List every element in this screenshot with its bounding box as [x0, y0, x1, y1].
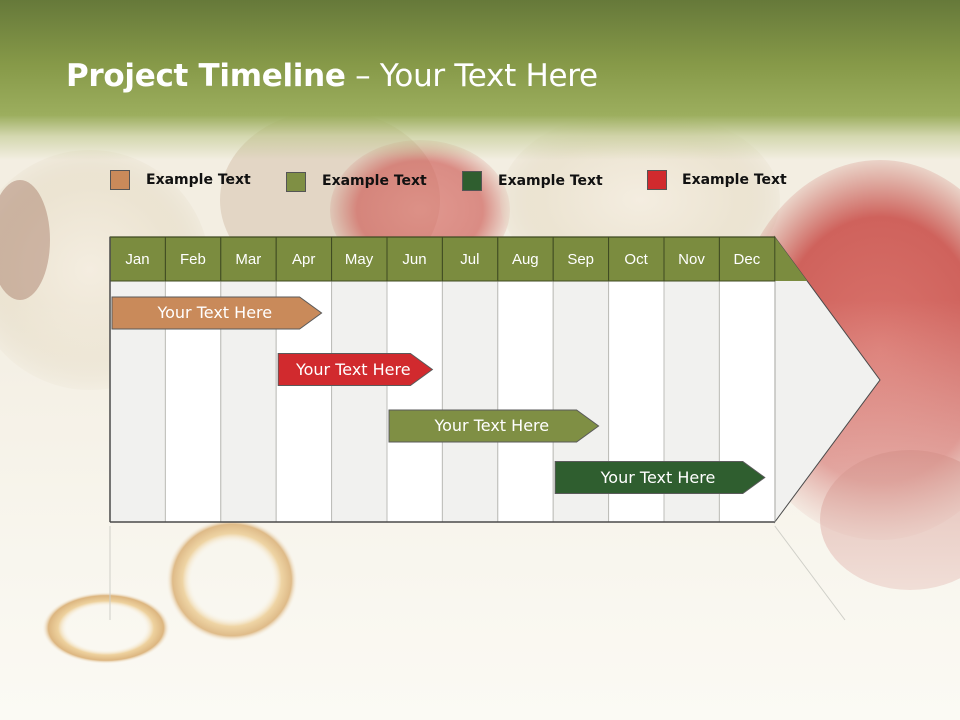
month-label-jun: Jun [402, 251, 427, 268]
month-label-aug: Aug [511, 251, 539, 268]
legend-label: Example Text [498, 173, 603, 189]
timeline-arrow-header [774, 237, 808, 281]
task-arrow [388, 409, 600, 443]
title-bar [0, 0, 960, 160]
legend-swatch [462, 171, 482, 191]
task-label: Your Text Here [295, 359, 411, 379]
legend-label: Example Text [682, 172, 787, 188]
month-header-cell [441, 236, 499, 282]
title-bold: Project Timeline [66, 58, 346, 94]
task-arrow [554, 461, 766, 494]
legend-swatch [110, 170, 130, 190]
page-title: Project Timeline – Your Text Here [66, 58, 598, 94]
month-label-mar: Mar [235, 251, 262, 268]
task-label: Your Text Here [434, 416, 550, 435]
task-arrow [277, 353, 434, 386]
month-header-cell [552, 236, 610, 282]
month-label-apr: Apr [292, 251, 316, 268]
month-header-cell [275, 236, 333, 282]
month-column [331, 280, 388, 523]
legend-label: Example Text [322, 173, 427, 189]
month-label-dec: Dec [733, 251, 761, 268]
month-label-may: May [344, 251, 374, 268]
legend-label: Example Text [146, 172, 251, 188]
month-label-feb: Feb [179, 251, 206, 268]
task-arrow [111, 296, 323, 330]
month-label-oct: Oct [624, 251, 648, 268]
month-column [441, 280, 499, 523]
month-label-nov: Nov [678, 251, 705, 268]
month-label-jan: Jan [125, 251, 150, 268]
month-header-cell [331, 236, 388, 282]
month-label-sep: Sep [567, 251, 595, 268]
month-label-jul: Jul [460, 251, 480, 268]
task-label: Your Text Here [157, 303, 273, 322]
title-rest: – Your Text Here [345, 58, 598, 94]
month-header-cell [608, 236, 665, 282]
month-column [497, 280, 554, 523]
month-header-cell [109, 236, 166, 282]
month-column [386, 280, 443, 523]
task-label: Your Text Here [600, 467, 716, 487]
reflection-line [774, 525, 846, 621]
legend-swatch [286, 172, 306, 192]
legend-swatch [647, 170, 667, 190]
month-header-cell [386, 236, 443, 282]
